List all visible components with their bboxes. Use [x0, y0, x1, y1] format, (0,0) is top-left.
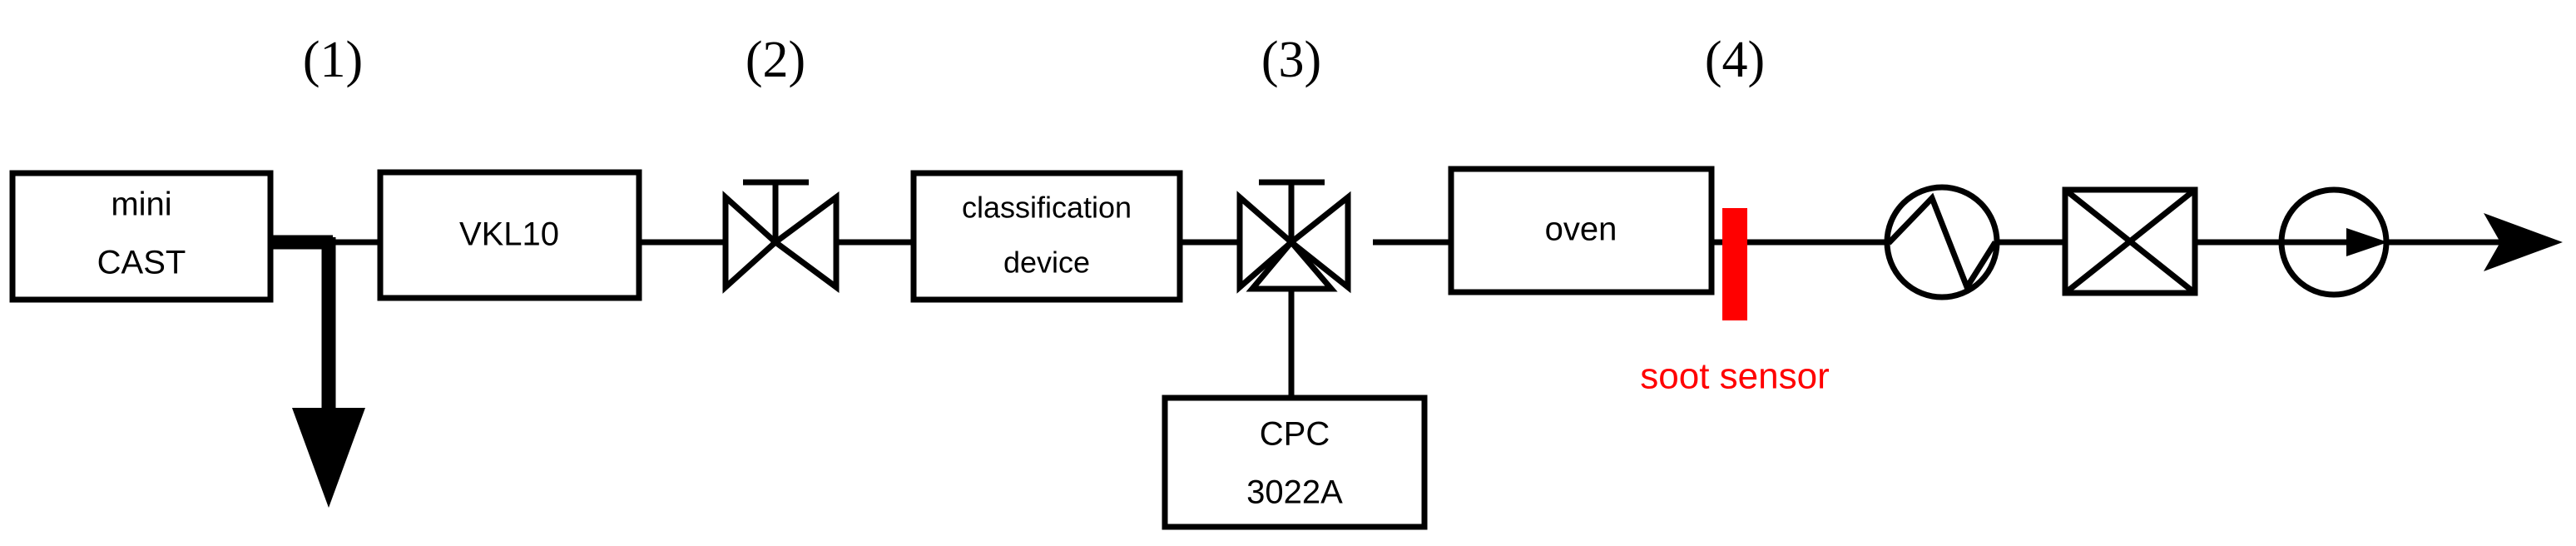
callout-4: (4) [1705, 32, 1765, 88]
flow-meter-sawtooth [1886, 192, 1998, 294]
mini-cast-label-line1: mini [111, 186, 171, 223]
box-mini-cast[interactable]: mini CAST [9, 170, 274, 303]
valve2-left-body [722, 191, 780, 294]
callout-1: (1) [303, 32, 363, 88]
bleed-arrow-head [292, 408, 365, 508]
filter-diagonal-2 [2063, 187, 2197, 295]
callout-labels: (1) (2) (3) (4) [303, 32, 1765, 88]
valve3-bottom-body [1246, 237, 1338, 292]
three-way-valve-symbol[interactable] [1236, 179, 1351, 294]
box-cpc[interactable]: CPC 3022A [1162, 395, 1428, 530]
valve2-right-body [770, 191, 840, 293]
flow-meter-symbol[interactable] [1884, 184, 2000, 300]
box-oven[interactable]: oven [1448, 166, 1715, 295]
oven-label: oven [1545, 211, 1617, 248]
vkl10-label: VKL10 [459, 216, 559, 253]
soot-sensor-bar [1722, 208, 1747, 320]
bleed-arrow-group [292, 237, 365, 508]
oven-outline [1448, 166, 1715, 295]
pump-symbol[interactable] [2278, 186, 2390, 298]
cpc-label-line1: CPC [1260, 416, 1330, 453]
callout-3: (3) [1261, 32, 1321, 88]
box-vkl10[interactable]: VKL10 [377, 169, 642, 301]
flow-meter-circle [1884, 184, 2000, 300]
mini-cast-outline [9, 170, 274, 303]
two-way-valve-symbol[interactable] [722, 179, 840, 294]
cpc-outline [1162, 395, 1428, 530]
outlet-arrow-head [2484, 213, 2563, 271]
soot-sensor-label: soot sensor [1640, 356, 1829, 397]
soot-sensor-symbol[interactable]: soot sensor [1640, 208, 1830, 397]
pump-arrow-head [2346, 228, 2388, 256]
classification-device-label-line1: classification [962, 191, 1132, 225]
box-classification-device[interactable]: classification device [910, 170, 1183, 303]
cpc-label-line2: 3022A [1246, 474, 1343, 511]
classification-device-label-line2: device [1003, 246, 1090, 280]
outlet-arrow-group [2484, 213, 2563, 271]
filter-symbol[interactable] [2062, 186, 2198, 296]
callout-2: (2) [746, 32, 805, 88]
valve3-right-body [1286, 191, 1351, 294]
classification-device-outline [910, 170, 1183, 303]
vkl10-outline [377, 169, 642, 301]
valve3-left-body [1236, 191, 1296, 294]
mini-cast-label-line2: CAST [97, 245, 186, 281]
